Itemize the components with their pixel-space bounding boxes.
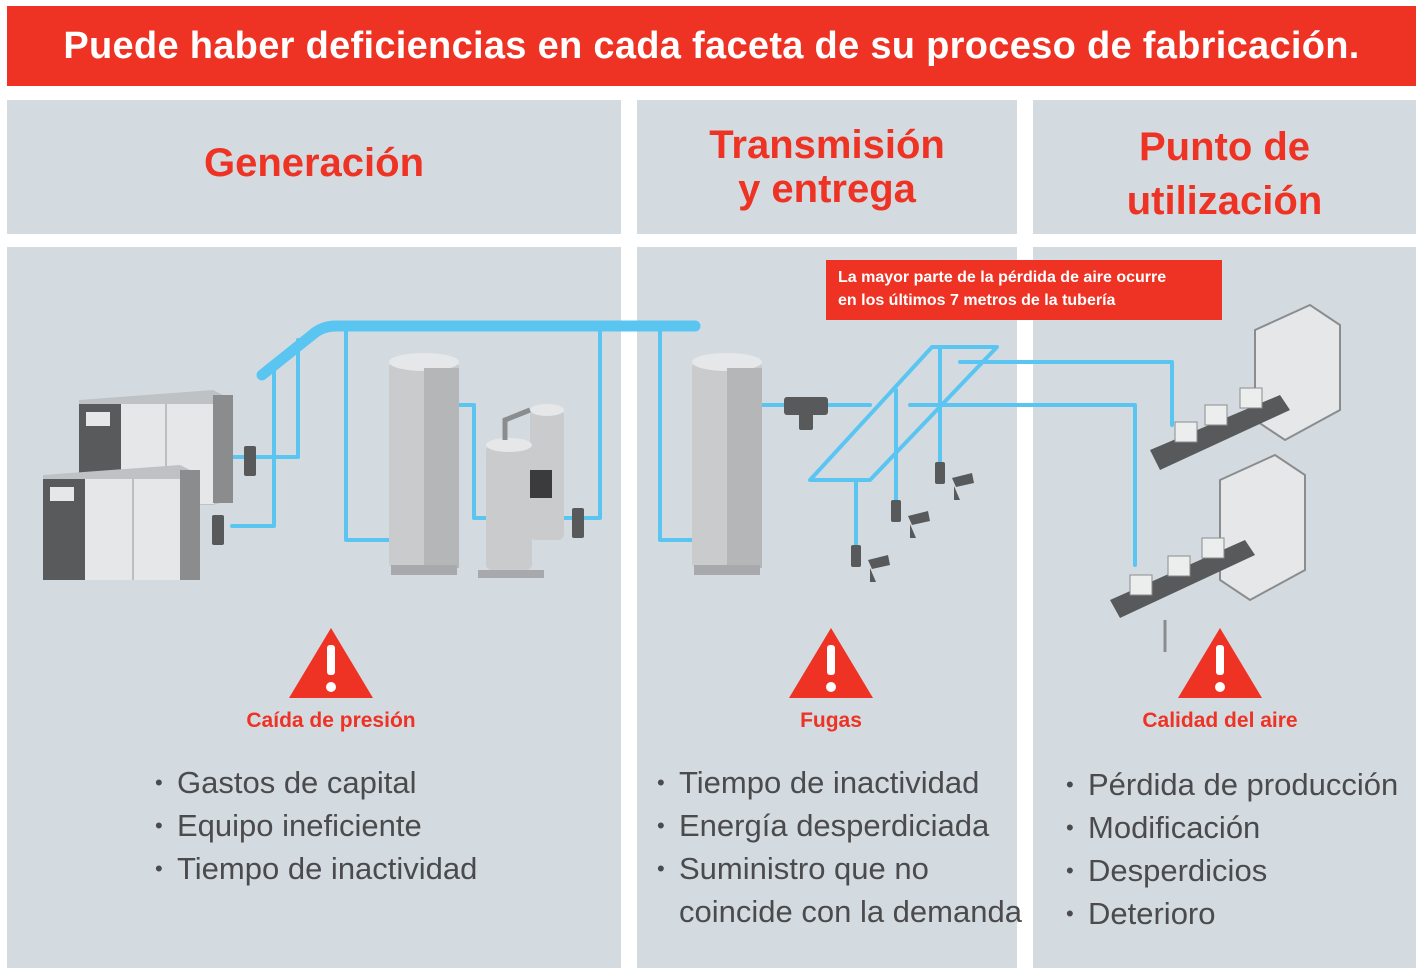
list-item: Tiempo de inactividad: [155, 847, 477, 890]
pipe-to-tank: [344, 328, 393, 542]
warning-icon: [789, 628, 873, 698]
list-item: Equipo ineficiente: [155, 804, 477, 847]
pipe-to-tank-2: [658, 328, 696, 542]
warning-icon: [289, 628, 373, 698]
warning-label-presion: Caída de presión: [246, 709, 416, 732]
header-transmision: Transmisión y entrega: [637, 100, 1017, 234]
air-tank-icon: [389, 353, 459, 575]
pipe-tank-to-dryer: [453, 403, 490, 520]
distribution-grid: [808, 345, 999, 482]
pipe-to-machine-1: [958, 360, 1174, 427]
warning-label-fugas: Fugas: [800, 709, 862, 732]
list-item: Desperdicios: [1066, 849, 1398, 892]
warning-label-calidad: Calidad del aire: [1142, 709, 1298, 732]
filter-icon: [212, 446, 584, 545]
conveyor-machine-icon: [1150, 303, 1341, 470]
heading-line: Generación: [203, 141, 425, 185]
heading-line: Transmisión: [709, 123, 945, 167]
list-item: Tiempo de inactividad: [657, 761, 1022, 804]
heading-line: utilización: [1126, 179, 1323, 223]
callout-box: La mayor parte de la pérdida de aire ocu…: [826, 260, 1222, 320]
heading-line: y entrega: [738, 167, 916, 211]
list-item: Deterioro: [1066, 892, 1398, 935]
warning-icon: [1178, 628, 1262, 698]
list-item-continuation: coincide con la demanda: [679, 894, 1022, 929]
bullet-list-transmision: Tiempo de inactividad Energía desperdici…: [657, 761, 1022, 933]
list-item: Suministro que no: [657, 847, 1022, 890]
callout-line: La mayor parte de la pérdida de aire ocu…: [838, 269, 1167, 286]
header-punto: Punto de utilización: [1033, 100, 1416, 234]
air-tank-icon: [692, 353, 762, 575]
page-title: Puede haber deficiencias en cada faceta …: [7, 6, 1416, 86]
list-item: Gastos de capital: [155, 761, 477, 804]
pipe-dryer-out: [558, 328, 602, 520]
list-item: Pérdida de producción: [1066, 763, 1398, 806]
list-item: Modificación: [1066, 806, 1398, 849]
heading-line: Punto de: [1138, 125, 1311, 169]
filter-icon: [784, 397, 828, 430]
bullet-list-punto: Pérdida de producción Modificación Despe…: [1066, 763, 1398, 935]
header-generacion: Generación: [7, 100, 621, 234]
pipe-to-compressor-bottom: [230, 366, 276, 528]
dryer-icon: [478, 404, 564, 578]
callout-line: en los últimos 7 metros de la tubería: [838, 292, 1116, 309]
conveyor-machine-icon: [1110, 453, 1306, 652]
air-tool-icon: [851, 462, 974, 582]
list-item: Energía desperdiciada: [657, 804, 1022, 847]
compressor-icon: [43, 465, 200, 580]
bullet-list-generacion: Gastos de capital Equipo ineficiente Tie…: [155, 761, 477, 890]
pipe-to-machine-2: [908, 403, 1137, 567]
main-header-pipe: [256, 320, 701, 381]
